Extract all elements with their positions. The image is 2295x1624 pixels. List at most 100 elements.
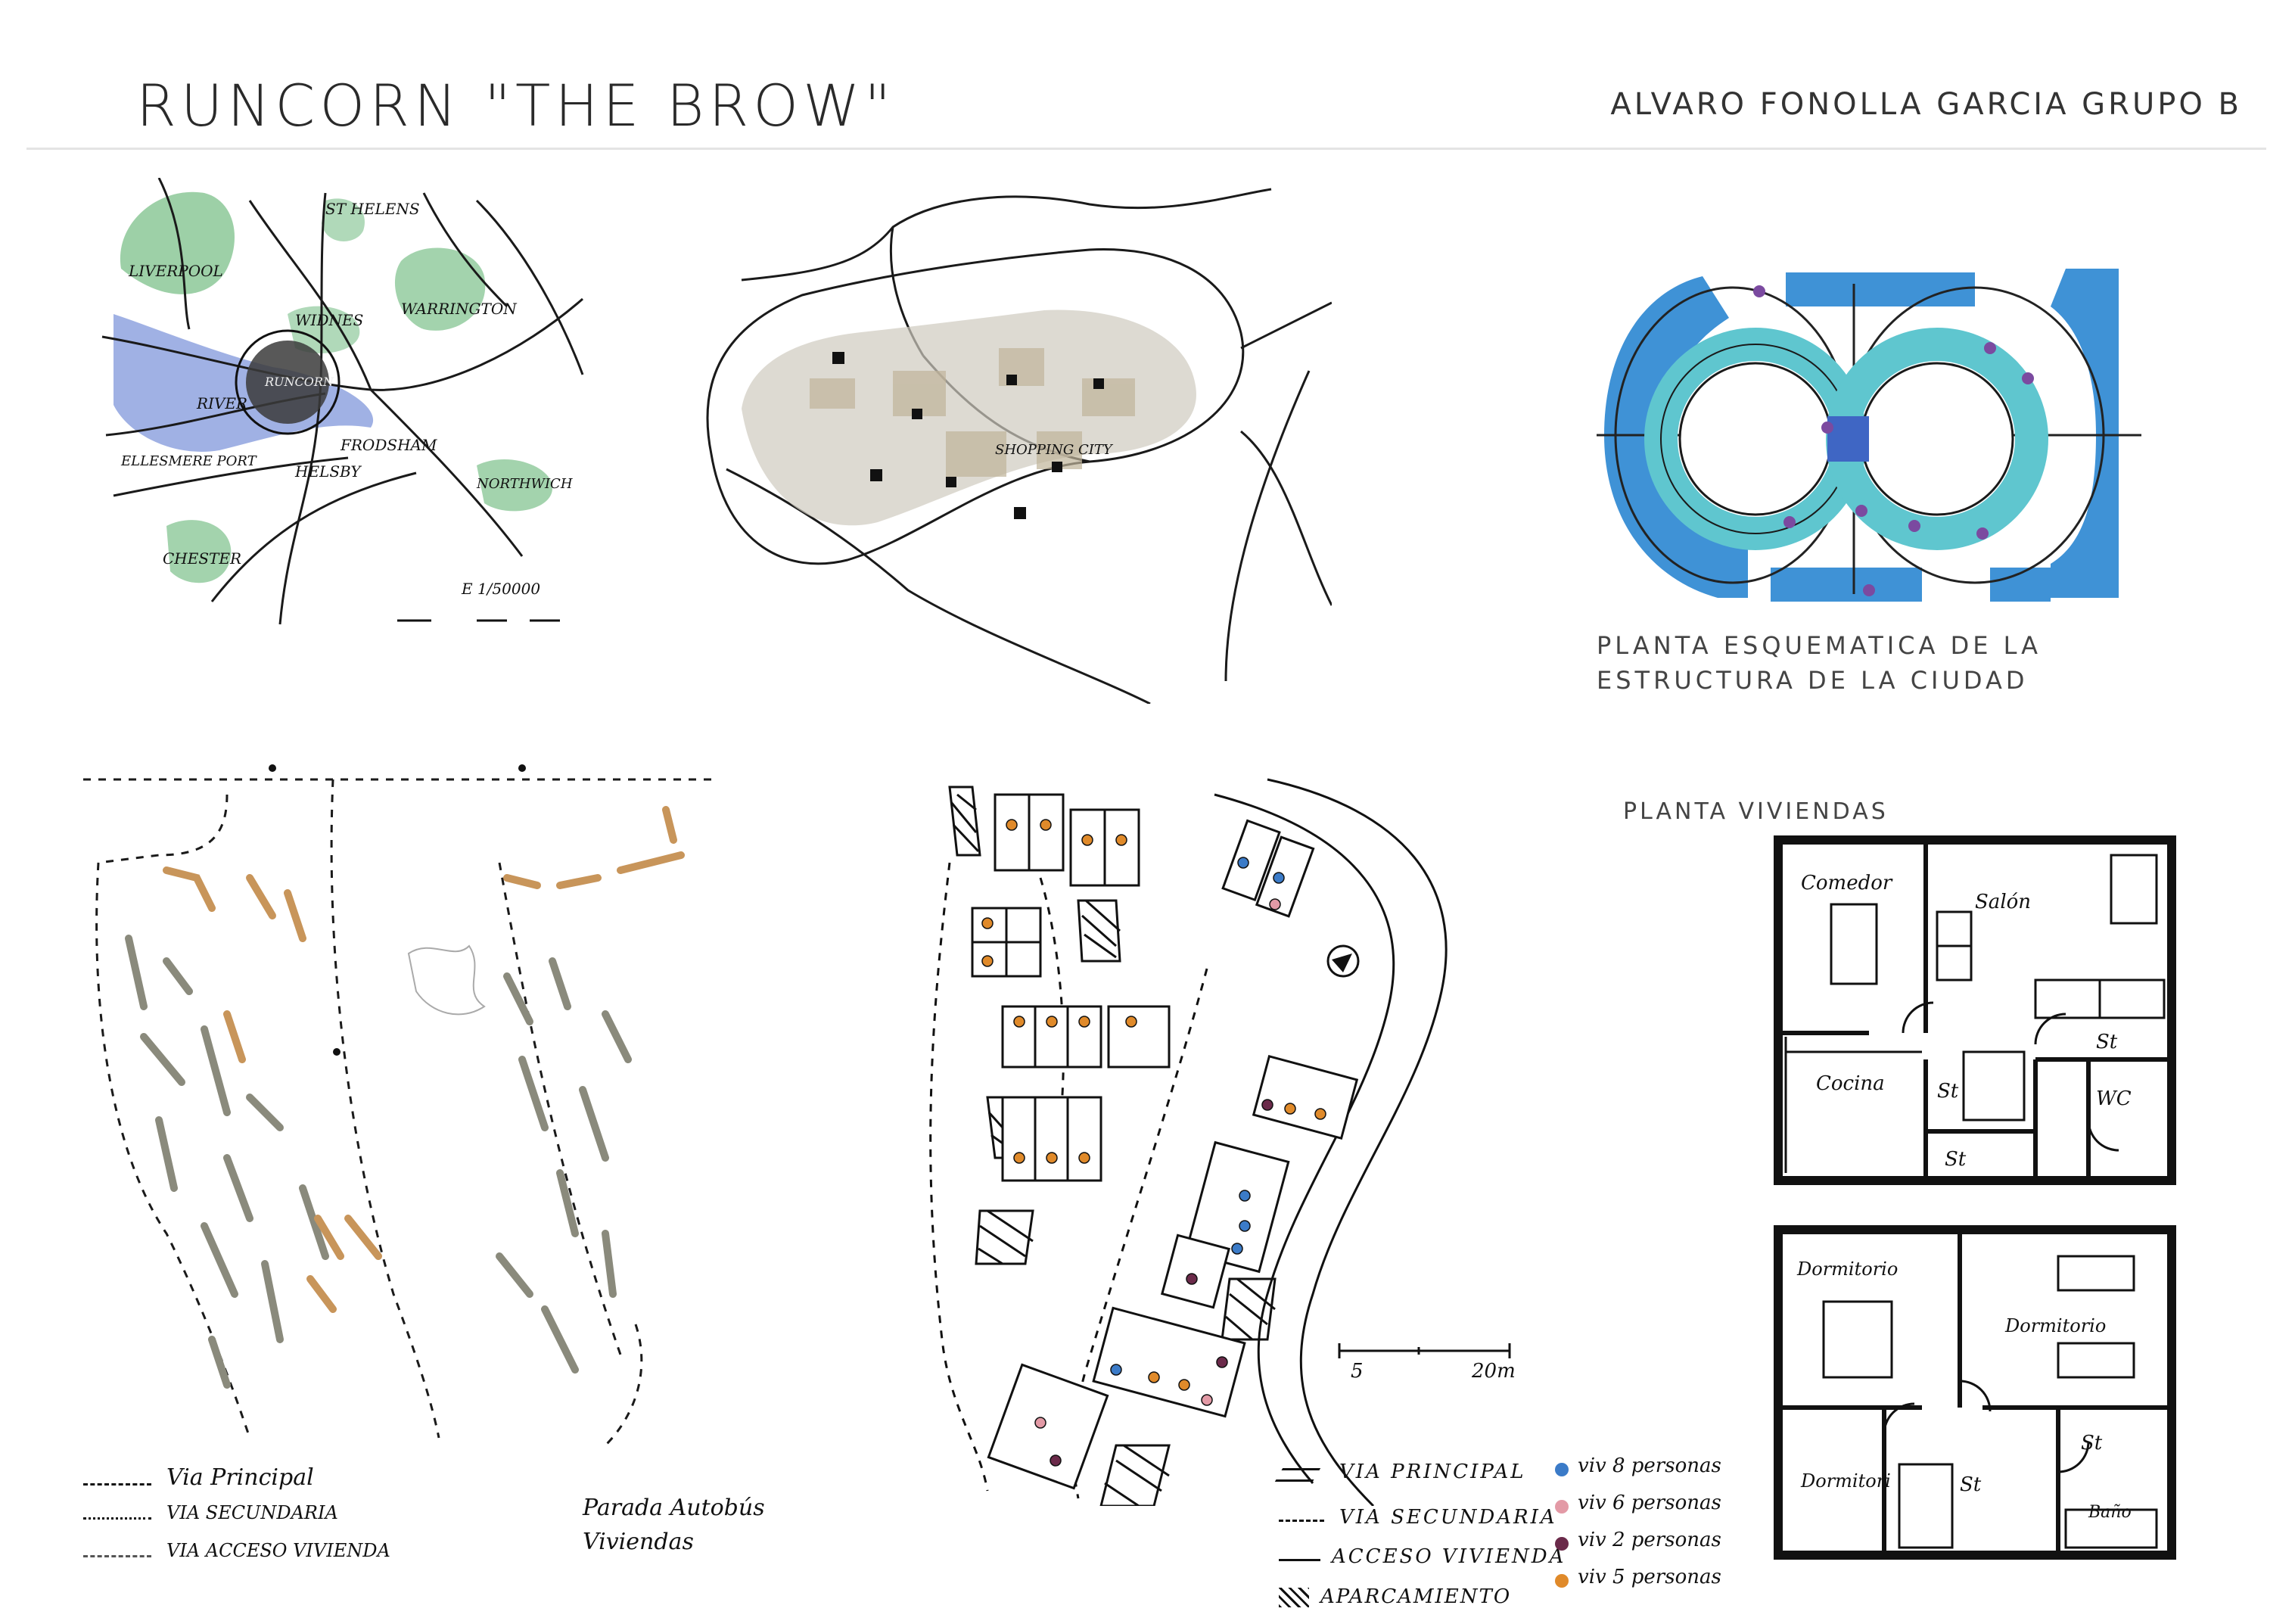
room-salon: Salón <box>1975 891 2031 913</box>
legend-v8: viv 8 personas <box>1578 1454 1721 1477</box>
green-area <box>166 520 232 583</box>
place-label: HELSBY <box>294 462 362 481</box>
room-storage: St <box>2081 1432 2103 1454</box>
household-dot <box>1125 1016 1137 1028</box>
household-dot <box>1013 1016 1025 1028</box>
place-label: RUNCORN <box>264 375 334 389</box>
legend-via-principal: VIA PRINCIPAL <box>1339 1461 1526 1483</box>
place-label: ELLESMERE PORT <box>120 453 258 469</box>
household-dot <box>1231 1243 1243 1255</box>
green-area <box>322 198 365 241</box>
household-dot <box>1006 819 1018 831</box>
household-dot <box>1178 1379 1190 1391</box>
legend-housing-access: VIA ACCESO VIVIENDA <box>166 1540 390 1561</box>
parking-area <box>1077 899 1121 963</box>
room-cocina: Cocina <box>1816 1072 1885 1095</box>
household-dot <box>981 917 994 929</box>
room-comedor: Comedor <box>1801 872 1893 894</box>
household-dot <box>981 955 994 967</box>
green-area <box>120 191 235 294</box>
site-plan: SHOPPING CITY <box>696 182 1332 704</box>
place-label: ST HELENS <box>325 200 420 218</box>
main-road-swatch <box>1274 1468 1321 1482</box>
site-label: SHOPPING CITY <box>995 442 1114 458</box>
legend-main-road: Via Principal <box>166 1464 314 1491</box>
legend-bus-stop: Parada Autobús <box>583 1495 765 1521</box>
household-dot <box>1284 1103 1296 1115</box>
place-label: FRODSHAM <box>340 436 437 454</box>
household-dot <box>1046 1016 1058 1028</box>
household-dot <box>1269 898 1281 910</box>
household-dot <box>1078 1152 1090 1164</box>
room-storage: St <box>2096 1031 2118 1053</box>
household-dot <box>1034 1417 1046 1429</box>
household-dot <box>1239 1190 1251 1202</box>
dot-8-persons <box>1555 1463 1569 1476</box>
room-bano: Baño <box>2088 1503 2132 1522</box>
sheet-title: RUNCORN "THE BROW" <box>136 72 896 139</box>
city-structure-plan <box>1597 261 2141 613</box>
legend-secondary-road: VIA SECUNDARIA <box>166 1502 338 1523</box>
place-label: NORTHWICH <box>476 476 573 492</box>
legend-via-secundaria: VIA SECUNDARIA <box>1339 1506 1557 1529</box>
household-dot <box>1115 834 1127 846</box>
dot-2-persons <box>1555 1537 1569 1551</box>
household-dot <box>1050 1454 1062 1467</box>
household-dot <box>1078 1016 1090 1028</box>
city-structure-caption: PLANTA ESQUEMATICA DE LA ESTRUCTURA DE L… <box>1597 631 2042 695</box>
scale-end-label: 20m <box>1471 1360 1516 1383</box>
room-dormitorio: Dormitorio <box>2004 1315 2106 1336</box>
household-dot <box>1261 1099 1273 1111</box>
header-divider <box>26 148 2266 150</box>
place-label: WARRINGTON <box>401 300 518 318</box>
parking-swatch <box>1279 1588 1309 1607</box>
green-area <box>477 459 552 512</box>
place-label: RIVER <box>196 394 247 412</box>
legend-housing: Viviendas <box>583 1529 694 1555</box>
scale-start-label: 5 <box>1351 1360 1364 1383</box>
housing-access-swatch <box>83 1555 151 1557</box>
sheet-author: ALVARO FONOLLA GARCIA GRUPO B <box>1610 87 2242 122</box>
parking-area <box>1221 1277 1277 1341</box>
regional-map: ST HELENS LIVERPOOL WIDNES WARRINGTON RU… <box>98 178 598 632</box>
place-label: WIDNES <box>295 311 363 329</box>
household-dot <box>1040 819 1052 831</box>
room-wc: WC <box>2096 1087 2132 1110</box>
green-area <box>394 247 486 331</box>
household-dot <box>1237 857 1249 869</box>
household-dot <box>1081 834 1093 846</box>
room-dormitorio: Dormitorio <box>1796 1258 1898 1280</box>
floor-plans-title: PLANTA VIVIENDAS <box>1623 798 1889 825</box>
household-dot <box>1110 1364 1122 1376</box>
household-dot <box>1201 1394 1213 1406</box>
place-label: CHESTER <box>163 549 241 568</box>
household-dot <box>1216 1356 1228 1368</box>
room-storage: St <box>1937 1080 1959 1103</box>
runcorn-marker <box>246 341 329 424</box>
household-dot <box>1046 1152 1058 1164</box>
room-storage: St <box>1945 1148 1967 1171</box>
household-dot <box>1314 1108 1326 1120</box>
upper-floor-plan: Dormitorio Dormitorio Dormitori St St Ba… <box>1771 1222 2179 1563</box>
secondary-road-swatch <box>1279 1520 1324 1522</box>
room-dormitorio: Dormitori <box>1800 1470 1891 1492</box>
room-storage: St <box>1960 1473 1982 1496</box>
main-road-swatch <box>83 1483 151 1486</box>
secondary-road-swatch <box>83 1517 151 1520</box>
ground-floor-plan: Comedor Salón Cocina St St St WC <box>1771 832 2179 1188</box>
household-dot <box>1013 1152 1025 1164</box>
dot-6-persons <box>1555 1500 1569 1514</box>
household-dot <box>1273 872 1285 884</box>
district-plan <box>76 764 742 1445</box>
legend-v6: viv 6 personas <box>1578 1492 1721 1514</box>
household-dot <box>1239 1220 1251 1232</box>
parking-area <box>948 786 981 857</box>
household-dot <box>1148 1371 1160 1383</box>
housing-layout-plan: 5 20m <box>889 764 1555 1506</box>
map-scale-label: E 1/50000 <box>461 580 540 598</box>
parking-area <box>1099 1444 1171 1506</box>
legend-acceso-vivienda: ACCESO VIVIENDA <box>1332 1545 1566 1568</box>
legend-v2: viv 2 personas <box>1578 1529 1721 1551</box>
legend-aparcamiento: APARCAMIENTO <box>1320 1585 1512 1608</box>
parking-area <box>975 1209 1034 1265</box>
